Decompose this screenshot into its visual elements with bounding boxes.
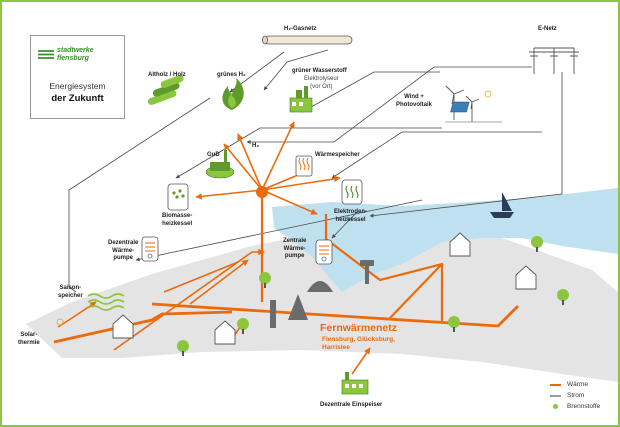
label-altholz: Altholz / Holz (148, 72, 186, 78)
heat-pump-icon (141, 236, 159, 262)
label-elektrolyseur: Elektrolyseur (vor Ort) (304, 76, 339, 90)
wood-logs-icon (147, 75, 184, 105)
electrolyser-icon (289, 86, 313, 113)
label-dezentrale-wp: Dezentrale Wärme- pumpe (108, 240, 139, 261)
heat-pump-icon (315, 239, 333, 265)
label-biomasse: Biomasse- heizkessel (162, 213, 193, 227)
heat-hub (256, 186, 268, 198)
gas-pipe-icon (262, 35, 353, 45)
seasonal-storage-icon (87, 293, 125, 311)
house-icon (112, 232, 537, 345)
card-title-line2: der Zukunft (51, 93, 104, 104)
label-e-netz: E-Netz (538, 26, 557, 32)
sailboat-icon (490, 192, 514, 218)
brand-name: stadtwerke flensburg (57, 47, 94, 62)
label-wind-pv: Wind + Photovoltaik (396, 94, 433, 108)
label-waermespeicher: Wärmespeicher (315, 152, 360, 158)
power-lines (68, 49, 563, 293)
legend-swatch (553, 404, 558, 409)
fjord-water (272, 188, 618, 292)
land-area (26, 224, 618, 382)
biomass-boiler-icon (167, 183, 189, 211)
legend-item-waerme: Wärme (550, 380, 616, 391)
water-tower-icon (307, 260, 374, 292)
legend: Wärme Strom Brennstoffe (550, 380, 616, 413)
label-dezentrale-einspeiser: Dezentrale Einspeiser (320, 402, 383, 408)
logo-card: stadtwerke flensburg Energiesystem der Z… (30, 35, 125, 119)
electrode-boiler-icon (341, 179, 363, 205)
network-subtitle: Flensburg, Glücksburg, Harrislee (322, 336, 395, 351)
legend-item-strom: Strom (550, 391, 616, 402)
solar-thermal-icon (56, 318, 64, 326)
label-h2-small: H₂ (252, 143, 259, 149)
solar-panel-icon (445, 90, 502, 123)
legend-item-brennstoffe: Brennstoffe (550, 402, 616, 413)
legend-swatch (550, 384, 561, 386)
heat-storage-icon (295, 155, 313, 177)
legend-label: Brennstoffe (567, 403, 601, 410)
legend-label: Strom (567, 392, 585, 399)
label-elektroden: Elektroden- heizkessel (334, 209, 368, 223)
label-gruenes-h2: grünes H₂ (217, 72, 246, 78)
label-gud: GuD (207, 152, 220, 158)
stadtwerke-logo-icon (38, 50, 54, 59)
gud-plant-icon (205, 150, 235, 179)
tree-icon (177, 236, 569, 356)
label-gruener-wasserstoff: grüner Wasserstoff (292, 68, 347, 74)
label-saisonspeicher: Saison- speicher (58, 285, 83, 299)
flame-icon (222, 78, 244, 110)
label-h2-gasnetz: H₂-Gasnetz (284, 26, 317, 32)
legend-swatch (550, 395, 561, 397)
label-zentrale-wp: Zentrale Wärme- pumpe (283, 238, 307, 259)
factory-icon (341, 372, 369, 395)
card-title-line1: Energiesystem (49, 81, 106, 91)
label-solarthermie: Solar- thermie (18, 332, 40, 346)
factory-icon (270, 294, 308, 328)
network-title: Fernwärmenetz (320, 322, 398, 334)
legend-label: Wärme (567, 381, 588, 388)
power-pylon-icon (529, 47, 579, 74)
